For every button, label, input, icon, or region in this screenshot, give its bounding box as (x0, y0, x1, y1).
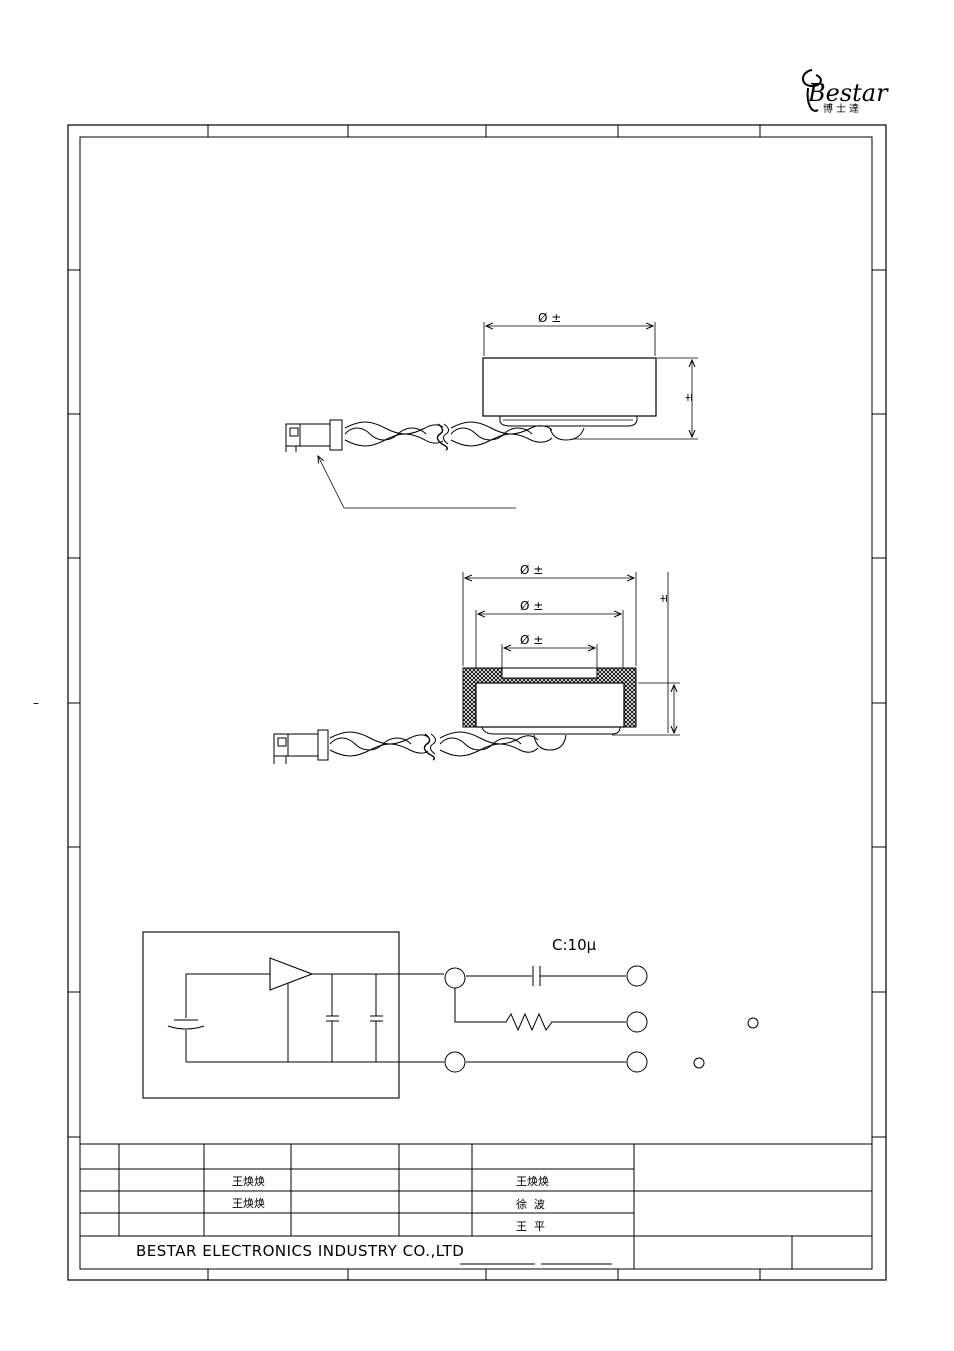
top-diameter-label: Ø ± (538, 311, 561, 325)
drawn-by: 王焕焕 (232, 1174, 265, 1188)
amplifier-triangle (269, 957, 314, 991)
output-terminal-2 (626, 1011, 648, 1033)
approved-by: 王 平 (516, 1220, 545, 1233)
output-terminal-1 (626, 965, 648, 987)
microphone-with-boot-view: Ø ± Ø ± Ø ± ± (273, 563, 680, 764)
checked-by: 王焕焕 (232, 1196, 265, 1210)
output-terminal-3 (626, 1051, 648, 1073)
microphone-top-view: Ø ± ± (285, 311, 698, 509)
designed-by: 王焕焕 (516, 1174, 549, 1188)
connector-top (285, 419, 343, 452)
boot-middle-diameter-label: Ø ± (520, 599, 543, 613)
test-circuit (142, 931, 759, 1099)
boot-outer-diameter-label: Ø ± (520, 563, 543, 577)
logo-brand: Bestar (807, 79, 889, 107)
company-name: BESTAR ELECTRONICS INDUSTRY CO.,LTD (136, 1242, 464, 1260)
top-height-label: ± (682, 393, 695, 402)
boot-inner-diameter-label: Ø ± (520, 633, 543, 647)
terminal-2 (444, 1051, 466, 1073)
title-block (80, 1143, 872, 1269)
reviewed-by: 徐 波 (516, 1197, 545, 1211)
logo-cn: 博士達 (823, 102, 862, 115)
connector-bottom (273, 729, 329, 764)
terminal-1 (444, 967, 466, 989)
bestar-logo: Bestar 博士達 (802, 69, 889, 115)
drawing-frame (67, 124, 887, 1281)
boot-height-label: ± (657, 594, 670, 603)
margin-mark: – (33, 696, 39, 710)
capacitor-label: C:10μ (552, 936, 597, 954)
resistor (454, 988, 626, 1032)
capsule-body (482, 357, 657, 417)
